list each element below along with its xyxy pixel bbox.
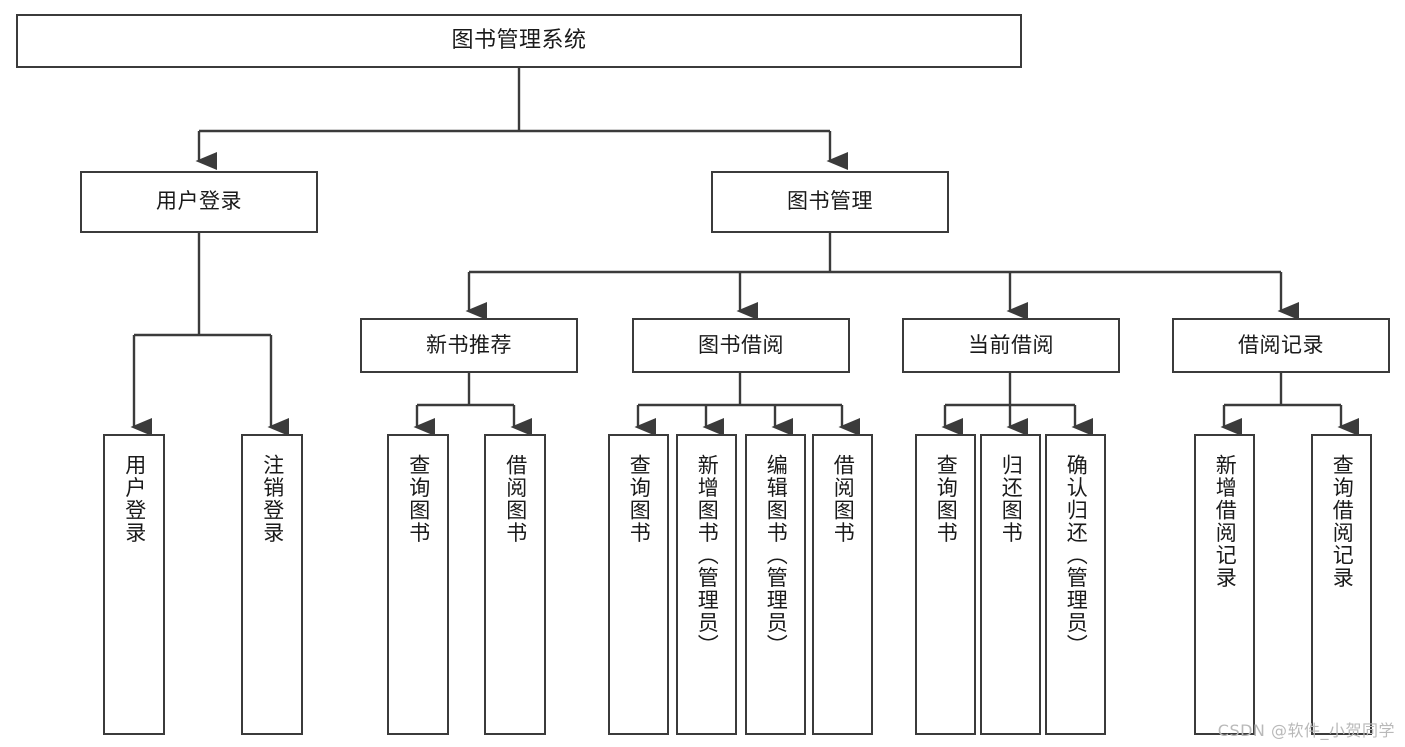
- node-borrow-record[interactable]: 借阅记录: [1172, 318, 1390, 373]
- node-user-login-label: 用户登录: [156, 189, 242, 214]
- node-book-borrow-label: 图书借阅: [698, 332, 784, 357]
- node-current-borrow[interactable]: 当前借阅: [902, 318, 1120, 373]
- node-leaf-query-borrow-record[interactable]: 查询借阅记录: [1311, 434, 1372, 735]
- node-leaf-edit-book[interactable]: 编辑图书（管理员）: [745, 434, 806, 735]
- node-leaf-add-book-label: 新增图书（管理员）: [695, 454, 720, 657]
- node-leaf-query-book-2[interactable]: 查询图书: [608, 434, 669, 735]
- node-leaf-add-borrow-record[interactable]: 新增借阅记录: [1194, 434, 1255, 735]
- node-current-borrow-label: 当前借阅: [968, 332, 1054, 357]
- node-root-label: 图书管理系统: [451, 27, 587, 53]
- node-leaf-confirm-return[interactable]: 确认归还（管理员）: [1045, 434, 1106, 735]
- node-new-book-recommend-label: 新书推荐: [426, 332, 512, 357]
- node-leaf-edit-book-label: 编辑图书（管理员）: [764, 454, 789, 657]
- csdn-watermark: CSDN @软件_小贺同学: [1217, 721, 1395, 740]
- node-leaf-query-book-1-label: 查询图书: [406, 454, 431, 544]
- node-leaf-return-book-label: 归还图书: [999, 454, 1024, 544]
- node-leaf-add-borrow-record-label: 新增借阅记录: [1213, 454, 1238, 589]
- node-leaf-borrow-book-1[interactable]: 借阅图书: [484, 434, 546, 735]
- node-leaf-borrow-book-2[interactable]: 借阅图书: [812, 434, 873, 735]
- node-new-book-recommend[interactable]: 新书推荐: [360, 318, 578, 373]
- node-book-manage-label: 图书管理: [787, 189, 873, 214]
- node-book-manage[interactable]: 图书管理: [711, 171, 949, 233]
- node-leaf-query-book-3-label: 查询图书: [934, 454, 959, 544]
- node-leaf-query-book-1[interactable]: 查询图书: [387, 434, 449, 735]
- node-leaf-borrow-book-2-label: 借阅图书: [831, 454, 856, 544]
- node-book-borrow[interactable]: 图书借阅: [632, 318, 850, 373]
- node-leaf-user-login-label: 用户登录: [122, 454, 147, 544]
- node-user-login[interactable]: 用户登录: [80, 171, 318, 233]
- node-leaf-query-borrow-record-label: 查询借阅记录: [1330, 454, 1355, 589]
- node-leaf-logout-login[interactable]: 注销登录: [241, 434, 303, 735]
- node-leaf-query-book-3[interactable]: 查询图书: [915, 434, 976, 735]
- node-leaf-borrow-book-1-label: 借阅图书: [503, 454, 528, 544]
- node-leaf-return-book[interactable]: 归还图书: [980, 434, 1041, 735]
- node-leaf-confirm-return-label: 确认归还（管理员）: [1064, 454, 1089, 657]
- node-leaf-logout-login-label: 注销登录: [260, 454, 285, 544]
- node-root-system[interactable]: 图书管理系统: [16, 14, 1022, 68]
- node-leaf-add-book[interactable]: 新增图书（管理员）: [676, 434, 737, 735]
- node-leaf-query-book-2-label: 查询图书: [627, 454, 652, 544]
- node-borrow-record-label: 借阅记录: [1238, 332, 1324, 357]
- node-leaf-user-login[interactable]: 用户登录: [103, 434, 165, 735]
